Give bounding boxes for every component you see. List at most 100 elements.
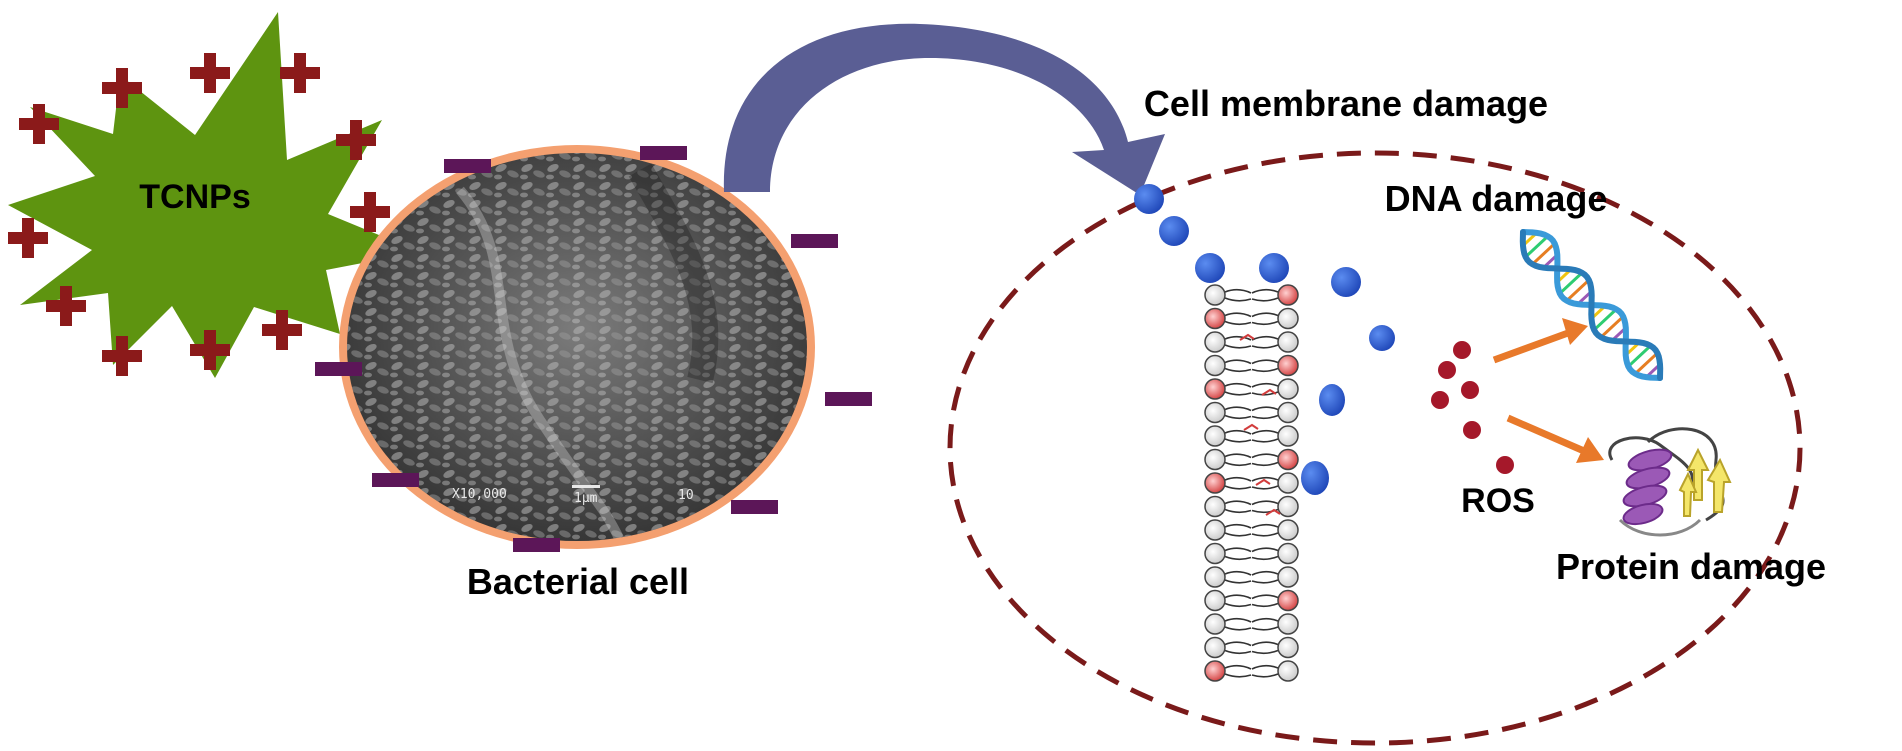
lipid-head bbox=[1277, 495, 1299, 518]
lipid-head bbox=[1277, 566, 1299, 588]
lipid-head bbox=[1204, 354, 1226, 377]
lipid-tail bbox=[1224, 641, 1252, 655]
nanoparticle bbox=[1195, 253, 1225, 283]
membrane-damage-mark bbox=[1261, 388, 1277, 396]
lipid-head bbox=[1204, 519, 1226, 541]
ros-dot bbox=[1431, 391, 1449, 409]
nanoparticles bbox=[1134, 184, 1395, 495]
lipid-head bbox=[1204, 542, 1226, 565]
lipid-head bbox=[1204, 660, 1226, 682]
plus-icon bbox=[350, 192, 390, 232]
nanoparticle bbox=[1331, 267, 1361, 297]
lipid-head bbox=[1277, 589, 1299, 612]
nanoparticle bbox=[1319, 384, 1345, 416]
sem-micrograph: X10,000 1μm 10 bbox=[347, 153, 807, 541]
lipid-tail bbox=[1224, 617, 1252, 631]
lipid-tail bbox=[1224, 476, 1252, 490]
dna-base-pair bbox=[1627, 344, 1652, 368]
plus-icon bbox=[262, 310, 302, 350]
nanoparticle bbox=[1369, 325, 1395, 351]
lipid-tail bbox=[1224, 335, 1252, 349]
lipid-tail bbox=[1251, 429, 1279, 443]
lipid-head bbox=[1204, 448, 1226, 471]
minus-icon bbox=[315, 362, 362, 376]
lipid-head bbox=[1277, 660, 1299, 682]
lipid-tail bbox=[1224, 406, 1252, 420]
plus-icon bbox=[19, 104, 59, 144]
lipid-tail bbox=[1224, 523, 1252, 537]
ros-label: ROS bbox=[1461, 482, 1535, 520]
transition-arrow bbox=[723, 23, 1165, 195]
lipid-head bbox=[1204, 636, 1226, 659]
lipid-head bbox=[1277, 472, 1299, 494]
plus-icon bbox=[280, 53, 320, 93]
membrane-damage-mark bbox=[1265, 508, 1281, 516]
plus-icon bbox=[8, 218, 48, 258]
lipid-tail bbox=[1251, 664, 1279, 678]
tcnps-star-shape bbox=[8, 12, 420, 378]
plus-icon bbox=[190, 53, 230, 93]
plus-icon bbox=[190, 330, 230, 370]
lipid-tail bbox=[1251, 523, 1279, 537]
dna-strand bbox=[1519, 229, 1664, 381]
lipid-tail bbox=[1251, 359, 1279, 373]
lipid-head bbox=[1204, 307, 1226, 330]
minus-icon bbox=[444, 159, 491, 173]
lipid-tail bbox=[1251, 335, 1279, 349]
sem-magnification: X10,000 bbox=[452, 487, 507, 502]
lipid-tail bbox=[1251, 594, 1279, 608]
sem-scale-bar bbox=[572, 485, 600, 488]
protein-sheet bbox=[1678, 447, 1732, 517]
lipid-head bbox=[1277, 425, 1299, 447]
minus-icon bbox=[825, 392, 872, 406]
tcnps-nanoparticle: TCNPs bbox=[8, 12, 420, 378]
lipid-head bbox=[1204, 495, 1226, 518]
lipid-tail bbox=[1224, 429, 1252, 443]
nanoparticle bbox=[1134, 184, 1164, 214]
tcnps-label: TCNPs bbox=[139, 178, 250, 216]
lipid-head bbox=[1277, 284, 1299, 306]
protein-damage-label: Protein damage bbox=[1556, 546, 1826, 587]
ros-particles bbox=[1431, 341, 1514, 474]
dna-base-pair bbox=[1593, 308, 1618, 332]
lipid-head bbox=[1277, 519, 1299, 541]
ros-dot bbox=[1461, 381, 1479, 399]
lipid-tail bbox=[1224, 312, 1252, 326]
cell-interior-ellipse bbox=[947, 150, 1803, 746]
lipid-head bbox=[1277, 354, 1299, 377]
ros-to-dna-arrow bbox=[1492, 318, 1588, 364]
minus-icon bbox=[513, 538, 560, 552]
dna-base-pair bbox=[1558, 271, 1584, 295]
ros-dot bbox=[1496, 456, 1514, 474]
dna-base-pair bbox=[1524, 235, 1549, 259]
ros-dot bbox=[1438, 361, 1456, 379]
nanoparticle bbox=[1159, 216, 1189, 246]
dna-damage-label: DNA damage bbox=[1385, 178, 1608, 219]
lipid-head bbox=[1277, 307, 1299, 330]
lipid-tail bbox=[1224, 382, 1252, 396]
nanoparticle bbox=[1301, 461, 1329, 495]
lipid-head bbox=[1204, 566, 1226, 588]
protein-icon bbox=[1608, 427, 1732, 537]
lipid-head bbox=[1277, 401, 1299, 424]
ros-dot bbox=[1463, 421, 1481, 439]
lipid-head bbox=[1204, 472, 1226, 494]
dna-helix-icon bbox=[1519, 229, 1664, 381]
lipid-head bbox=[1204, 425, 1226, 447]
minus-icon bbox=[372, 473, 419, 487]
plus-icon bbox=[46, 286, 86, 326]
dna-base-pair bbox=[1634, 351, 1659, 375]
bacterial-cell-label: Bacterial cell bbox=[467, 561, 689, 602]
dna-base-pair bbox=[1565, 278, 1590, 302]
lipid-head bbox=[1277, 331, 1299, 353]
lipid-tail bbox=[1224, 570, 1252, 584]
dna-base-pair bbox=[1531, 242, 1556, 266]
lipid-head bbox=[1204, 613, 1226, 635]
lipid-tail bbox=[1224, 359, 1252, 373]
ros-dot bbox=[1453, 341, 1471, 359]
lipid-tail bbox=[1251, 476, 1279, 490]
lipid-head bbox=[1277, 636, 1299, 659]
lipid-tail bbox=[1224, 664, 1252, 678]
lipid-tail bbox=[1224, 453, 1252, 467]
